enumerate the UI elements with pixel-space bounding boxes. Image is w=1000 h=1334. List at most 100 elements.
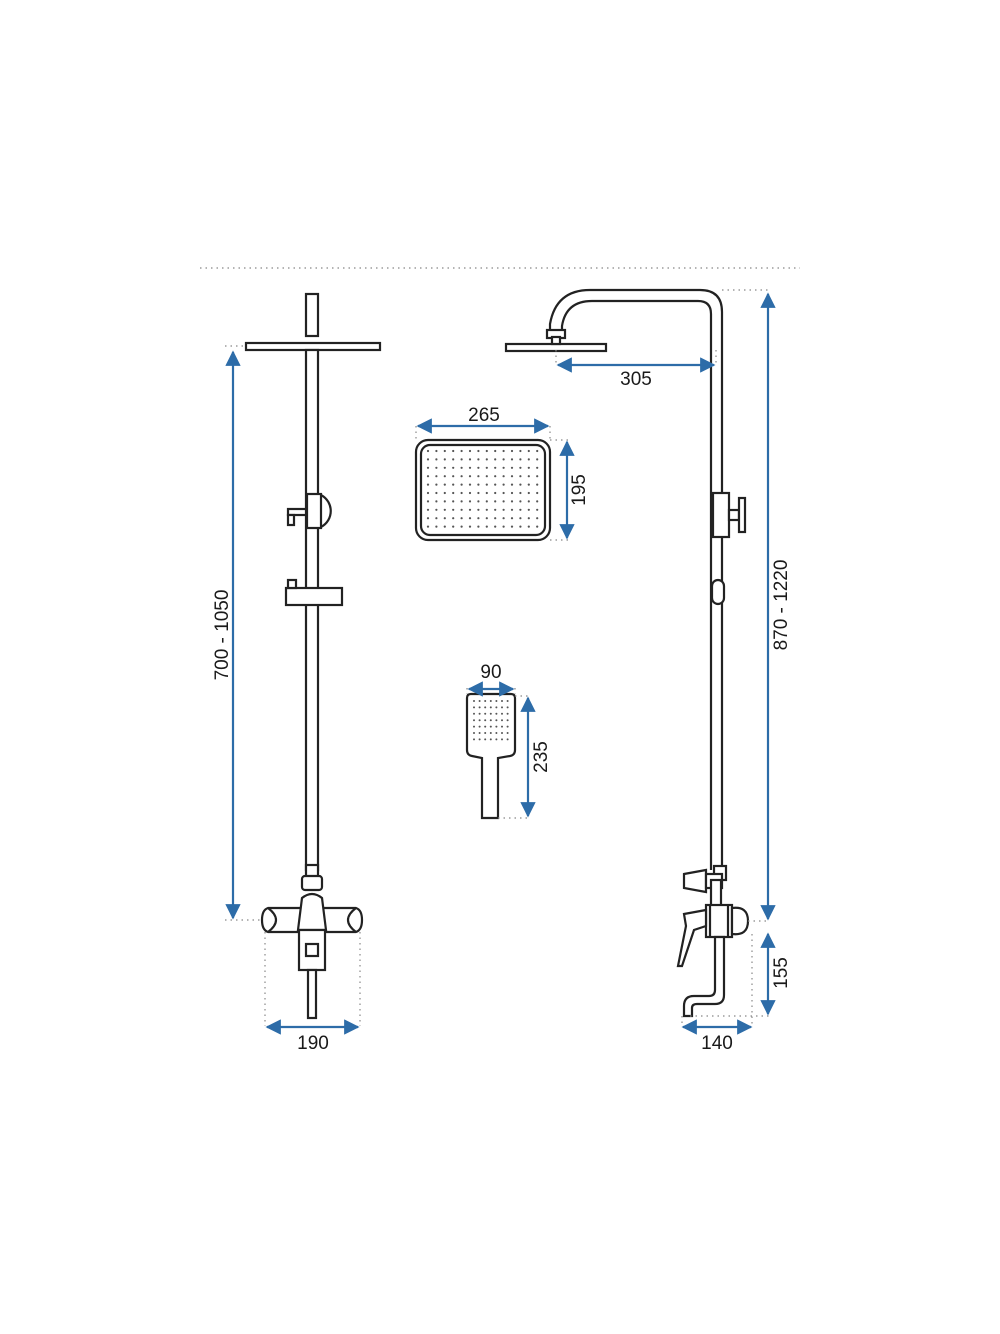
hand-shower bbox=[465, 688, 530, 820]
nozzle-dot bbox=[473, 712, 475, 715]
side-diverter-knob bbox=[737, 496, 747, 534]
dim-mixer-width-label: 190 bbox=[297, 1033, 329, 1054]
side-arm-inner bbox=[560, 299, 713, 870]
dim-spout-height-label: 155 bbox=[771, 957, 792, 989]
nozzle-dot bbox=[502, 458, 505, 461]
nozzle-dot bbox=[494, 475, 497, 478]
nozzle-dot bbox=[506, 712, 509, 715]
nozzle-dot bbox=[426, 449, 430, 453]
nozzle-dot bbox=[468, 466, 472, 469]
nozzle-dot bbox=[460, 475, 463, 478]
nozzle-dot bbox=[478, 725, 481, 728]
nozzle-dot bbox=[536, 508, 539, 511]
nozzle-dot bbox=[443, 525, 446, 528]
nozzle-dot bbox=[495, 712, 498, 715]
dim-spout-depth-label: 140 bbox=[701, 1033, 733, 1054]
nozzle-dot bbox=[477, 491, 480, 495]
nozzle-dot bbox=[460, 508, 463, 511]
side-bath-spout bbox=[682, 935, 726, 1018]
nozzle-dot bbox=[494, 458, 497, 461]
nozzle-dot bbox=[460, 466, 463, 469]
head-plate-nozzles bbox=[426, 449, 539, 528]
nozzle-dot bbox=[484, 725, 487, 728]
side-head-neck bbox=[550, 335, 562, 346]
nozzle-dot bbox=[485, 491, 488, 495]
nozzle-dot bbox=[477, 475, 480, 478]
head-plate-top-view bbox=[414, 426, 570, 542]
nozzle-dot bbox=[426, 500, 430, 503]
nozzle-dot bbox=[452, 475, 455, 478]
nozzle-dot bbox=[510, 525, 514, 528]
nozzle-dot bbox=[460, 483, 463, 486]
nozzle-dot bbox=[435, 475, 438, 478]
nozzle-dot bbox=[452, 466, 455, 469]
nozzle-dot bbox=[494, 517, 497, 520]
nozzle-dot bbox=[452, 483, 455, 486]
nozzle-dot bbox=[536, 449, 539, 453]
nozzle-dot bbox=[478, 706, 481, 709]
nozzle-dot bbox=[489, 732, 492, 734]
dim-total-height-label: 870 - 1220 bbox=[771, 560, 792, 651]
nozzle-dot bbox=[468, 517, 472, 520]
nozzle-dot bbox=[477, 466, 480, 469]
nozzle-dot bbox=[485, 525, 488, 528]
nozzle-dot bbox=[477, 517, 480, 520]
dim-hand-length-label: 235 bbox=[531, 741, 552, 773]
dim-rail-height-label: 700 - 1050 bbox=[212, 590, 233, 681]
nozzle-dot bbox=[501, 706, 503, 709]
front-slide-bracket bbox=[284, 586, 344, 607]
nozzle-dot bbox=[477, 500, 480, 503]
nozzle-dot bbox=[468, 500, 472, 503]
side-lower-pipe bbox=[709, 878, 723, 908]
nozzle-dot bbox=[502, 491, 505, 495]
nozzle-dot bbox=[527, 500, 530, 503]
nozzle-dot bbox=[519, 449, 522, 453]
nozzle-dot bbox=[435, 491, 438, 495]
nozzle-dot bbox=[510, 475, 514, 478]
nozzle-dot bbox=[506, 725, 509, 728]
nozzle-dot bbox=[477, 483, 480, 486]
nozzle-dot bbox=[527, 483, 530, 486]
nozzle-dot bbox=[502, 483, 505, 486]
nozzle-dot bbox=[485, 517, 488, 520]
nozzle-dot bbox=[468, 449, 472, 453]
nozzle-dot bbox=[435, 500, 438, 503]
nozzle-dot bbox=[527, 525, 530, 528]
nozzle-dot bbox=[495, 706, 498, 709]
nozzle-dot bbox=[501, 725, 503, 728]
nozzle-dot bbox=[473, 719, 475, 722]
nozzle-dot bbox=[485, 458, 488, 461]
nozzle-dot bbox=[435, 483, 438, 486]
nozzle-dot bbox=[443, 500, 446, 503]
nozzle-dot bbox=[506, 738, 509, 741]
nozzle-dot bbox=[484, 732, 487, 734]
nozzle-dot bbox=[477, 508, 480, 511]
nozzle-dot bbox=[536, 491, 539, 495]
nozzle-dot bbox=[506, 732, 509, 734]
nozzle-dot bbox=[506, 706, 509, 709]
nozzle-dot bbox=[485, 475, 488, 478]
hand-shower-outline bbox=[465, 692, 517, 820]
nozzle-dot bbox=[494, 500, 497, 503]
nozzle-dot bbox=[468, 475, 472, 478]
nozzle-dot bbox=[519, 458, 522, 461]
nozzle-dot bbox=[477, 458, 480, 461]
nozzle-dot bbox=[484, 706, 487, 709]
nozzle-dot bbox=[495, 719, 498, 722]
nozzle-dot bbox=[527, 449, 530, 453]
nozzle-dot bbox=[473, 700, 475, 702]
nozzle-dot bbox=[489, 725, 492, 728]
nozzle-dot bbox=[435, 466, 438, 469]
nozzle-dot bbox=[484, 719, 487, 722]
nozzle-dot bbox=[426, 466, 430, 469]
front-spout-outlet bbox=[306, 968, 318, 1020]
nozzle-dot bbox=[485, 466, 488, 469]
nozzle-dot bbox=[519, 466, 522, 469]
side-diverter-body bbox=[711, 491, 731, 539]
nozzle-dot bbox=[443, 491, 446, 495]
side-arm-outer bbox=[548, 288, 724, 870]
nozzle-dot bbox=[527, 466, 530, 469]
nozzle-dot bbox=[519, 508, 522, 511]
nozzle-dot bbox=[443, 517, 446, 520]
nozzle-dot bbox=[477, 449, 480, 453]
